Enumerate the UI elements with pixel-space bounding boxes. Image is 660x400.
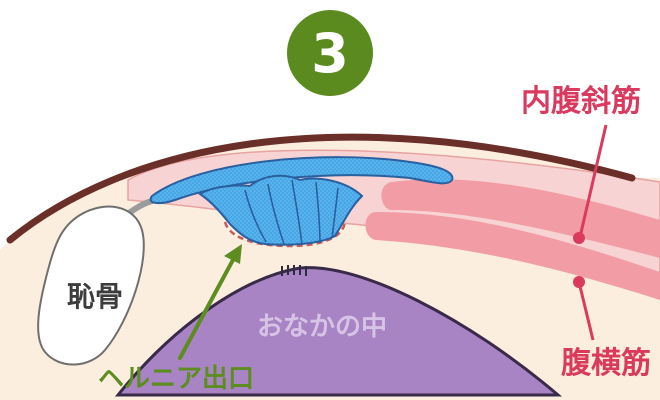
label-transversus: 腹横筋 [561, 346, 651, 381]
transversus-muscle [365, 212, 660, 300]
internal-oblique-pointer [573, 124, 608, 244]
label-internal-oblique: 内腹斜筋 [521, 84, 641, 119]
internal-oblique-muscle [381, 179, 660, 258]
label-abdomen-inside: おなかの中 [257, 312, 387, 342]
hernia-orifice-outline [223, 219, 347, 248]
hernia-orifice-arrow [178, 244, 242, 360]
label-hernia-orifice: ヘルニア出口 [98, 364, 254, 394]
pubic-bone [37, 205, 145, 366]
step-badge: 3 [287, 10, 373, 96]
flat-mesh [149, 156, 454, 205]
skin-line [6, 133, 636, 244]
plug-mesh [198, 174, 364, 246]
transversus-pointer [573, 276, 595, 341]
label-pubic-bone: 恥骨 [67, 280, 123, 313]
suture-marks [281, 265, 307, 276]
step-number: 3 [311, 22, 349, 85]
